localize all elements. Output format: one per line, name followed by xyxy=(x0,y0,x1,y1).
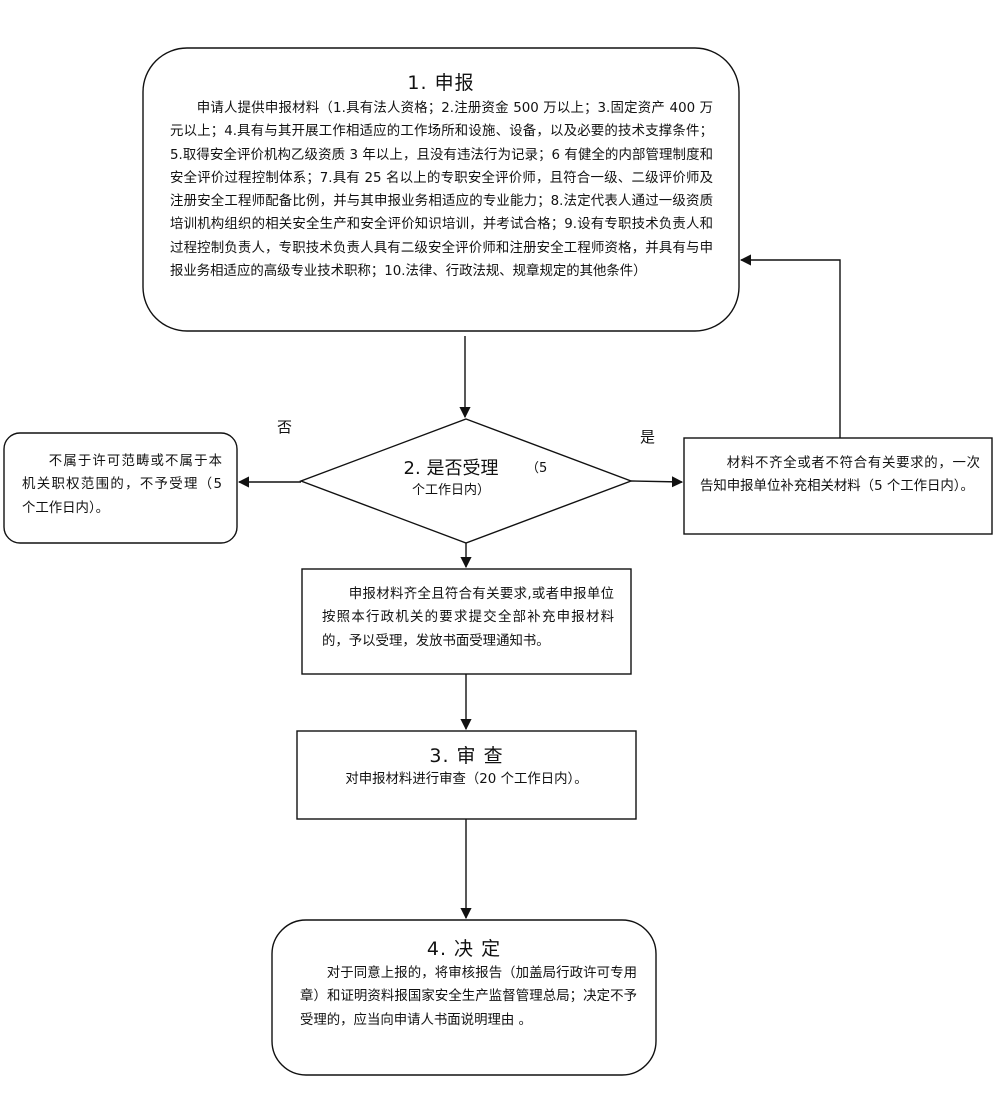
node-supplement-text: 材料不齐全或者不符合有关要求的，一次告知申报单位补充相关材料（5 个工作日内）。 xyxy=(700,456,980,495)
arrow-decision-to-supplement xyxy=(630,476,684,488)
node-apply-box xyxy=(142,47,740,332)
branch-no-label: 否 xyxy=(277,418,293,436)
branch-yes-label: 是 xyxy=(640,428,656,446)
node-accepted-box xyxy=(301,568,632,675)
node-apply-body: 申请人提供申报材料（1.具有法人资格；2.注册资金 500 万以上；3.固定资产… xyxy=(170,101,713,280)
node-apply-title: 1. 申报 xyxy=(407,72,475,94)
node-review-box xyxy=(296,730,637,820)
node-reject-text: 不属于许可范畴或不属于本机关职权范围的，不予受理（5 个工作日内）。 xyxy=(22,454,222,516)
node-review-text: 对申报材料进行审查（20 个工作日内）。 xyxy=(345,772,588,787)
node-supplement-box xyxy=(683,437,993,535)
node-accept-decision-note-a: （5 xyxy=(526,461,548,476)
node-decision-box xyxy=(271,919,657,1076)
node-accepted-text: 申报材料齐全且符合有关要求,或者申报单位按照本行政机关的要求提交全部补充申报材料… xyxy=(322,587,614,649)
arrow-supplement-back-to-apply xyxy=(739,254,841,438)
node-accept-decision-note-b: 个工作日内） xyxy=(411,483,490,498)
node-accept-decision-title: 2. 是否受理 xyxy=(403,458,499,479)
node-review-title: 3. 审 查 xyxy=(429,745,504,767)
node-decision-text: 对于同意上报的，将审核报告（加盖局行政许可专用章）和证明资料报国家安全生产监督管… xyxy=(300,966,637,1028)
node-reject-box xyxy=(3,432,238,544)
node-decision-title: 4. 决 定 xyxy=(426,938,502,960)
